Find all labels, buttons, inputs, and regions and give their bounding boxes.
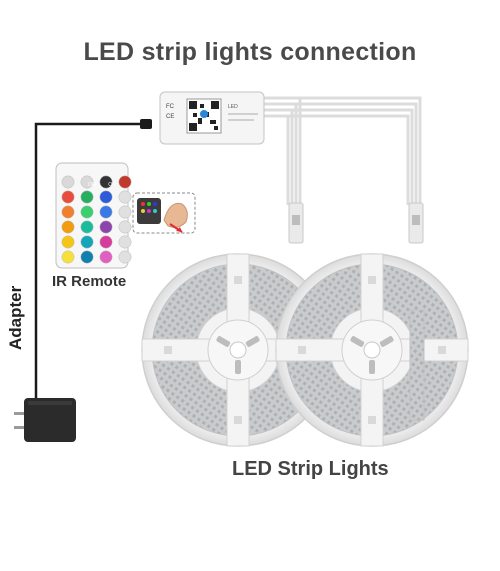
remote-button: [118, 220, 132, 234]
remote-on-label: ON: [108, 182, 116, 188]
led-reel-right: [275, 253, 469, 447]
remote-button: [99, 205, 113, 219]
remote-button: [80, 205, 94, 219]
ir-remote: OFF ON: [55, 162, 132, 269]
remote-button: [61, 235, 75, 249]
remote-button: [118, 175, 132, 189]
power-adapter: [14, 398, 76, 442]
remote-button: [99, 235, 113, 249]
remote-button: [118, 190, 132, 204]
power-jack: [140, 119, 152, 129]
led-reel-left: [141, 253, 335, 447]
svg-text:CE: CE: [166, 114, 174, 120]
bluetooth-icon: [200, 110, 208, 118]
remote-button: [61, 175, 75, 189]
remote-button: [61, 190, 75, 204]
remote-button: [118, 250, 132, 264]
led-strip-segment: [409, 309, 425, 421]
remote-off-label: OFF: [88, 182, 98, 188]
remote-button: [61, 250, 75, 264]
remote-button: [99, 250, 113, 264]
remote-button: [99, 190, 113, 204]
diagram-title: LED strip lights connection: [83, 38, 417, 66]
remote-button: [99, 220, 113, 234]
strip-connector-left: [288, 202, 304, 244]
strip-connector-right: [408, 202, 424, 244]
remote-button: [80, 175, 94, 189]
hand-remote-inset: [132, 192, 196, 234]
controller-brand-text: LED: [228, 104, 238, 110]
ir-remote-label: IR Remote: [52, 273, 127, 290]
remote-button: [80, 220, 94, 234]
remote-button: [61, 205, 75, 219]
remote-button: [80, 250, 94, 264]
led-strip-lights-label: LED Strip Lights: [232, 458, 389, 480]
remote-button: [118, 235, 132, 249]
remote-button: [80, 190, 94, 204]
remote-button: [61, 220, 75, 234]
remote-button: [118, 205, 132, 219]
svg-text:FC: FC: [166, 104, 175, 110]
controller-wires: [262, 96, 422, 205]
wifi-controller-box: FC CE LED: [159, 91, 265, 145]
adapter-label: Adapter: [6, 285, 25, 350]
remote-button: [80, 235, 94, 249]
remote-button: [99, 175, 113, 189]
